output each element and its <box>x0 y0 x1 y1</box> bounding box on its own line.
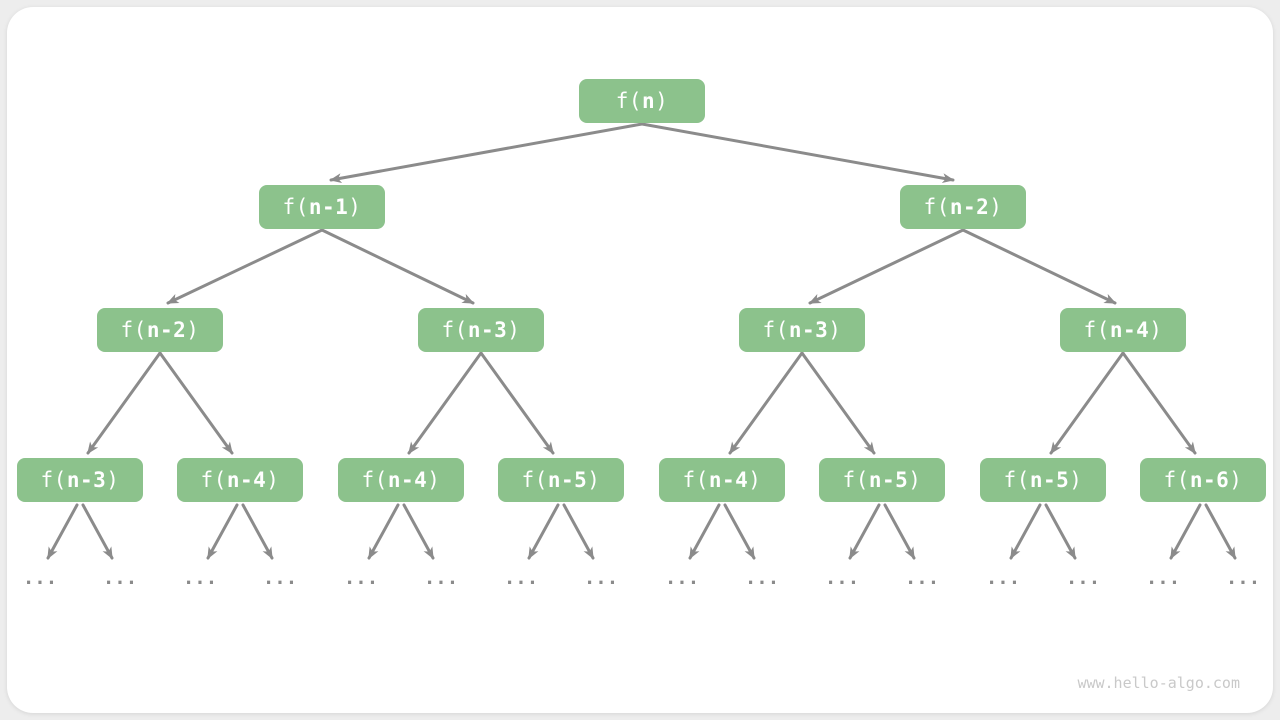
watermark: www.hello-algo.com <box>1077 674 1240 692</box>
tree-edge <box>808 228 965 305</box>
leaf-ellipsis: ... <box>1065 567 1101 589</box>
tree-edge <box>800 351 876 455</box>
leaf-edge <box>883 503 916 560</box>
leaf-ellipsis: ... <box>262 567 298 589</box>
tree-edge <box>166 228 324 305</box>
tree-edge <box>479 351 555 455</box>
node-label: f(n-5) <box>521 468 601 492</box>
node-label: f(n-4) <box>682 468 762 492</box>
tree-node: f(n-4) <box>338 458 464 502</box>
tree-node: f(n-1) <box>259 185 385 229</box>
tree-node: f(n-2) <box>900 185 1026 229</box>
leaf-edge <box>723 503 756 560</box>
leaf-edge <box>81 503 114 560</box>
node-label: f(n-2) <box>120 318 200 342</box>
leaf-edge <box>1009 503 1042 560</box>
leaf-ellipsis: ... <box>182 567 218 589</box>
leaf-ellipsis: ... <box>985 567 1021 589</box>
tree-edge <box>329 122 644 184</box>
tree-edge <box>961 228 1117 305</box>
leaf-edge <box>46 503 79 560</box>
leaf-ellipsis: ... <box>904 567 940 589</box>
tree-node: f(n-5) <box>819 458 945 502</box>
tree-edge <box>728 351 804 455</box>
node-label: f(n-2) <box>923 195 1003 219</box>
leaf-ellipsis: ... <box>22 567 58 589</box>
leaf-ellipsis: ... <box>343 567 379 589</box>
node-label: f(n-3) <box>441 318 521 342</box>
leaf-edge <box>1204 503 1237 560</box>
leaf-edge <box>402 503 435 560</box>
node-label: f(n-6) <box>1163 468 1243 492</box>
tree-edge <box>407 351 483 455</box>
leaf-ellipsis: ... <box>102 567 138 589</box>
tree-node: f(n-5) <box>980 458 1106 502</box>
leaf-edge <box>206 503 239 560</box>
tree-node: f(n) <box>579 79 705 123</box>
node-label: f(n) <box>615 89 669 113</box>
tree-node: f(n-3) <box>418 308 544 352</box>
tree-edge <box>158 351 234 455</box>
leaf-ellipsis: ... <box>583 567 619 589</box>
tree-node: f(n-3) <box>739 308 865 352</box>
node-label: f(n-1) <box>282 195 362 219</box>
leaf-ellipsis: ... <box>1145 567 1181 589</box>
node-label: f(n-5) <box>1003 468 1083 492</box>
leaf-ellipsis: ... <box>824 567 860 589</box>
tree-edge <box>320 228 475 305</box>
leaf-edge <box>367 503 400 560</box>
tree-node: f(n-4) <box>1060 308 1186 352</box>
leaf-ellipsis: ... <box>744 567 780 589</box>
tree-edge <box>1049 351 1125 455</box>
tree-node: f(n-4) <box>659 458 785 502</box>
tree-node: f(n-4) <box>177 458 303 502</box>
leaf-edge <box>688 503 721 560</box>
node-label: f(n-5) <box>842 468 922 492</box>
leaf-edge <box>1044 503 1077 560</box>
node-label: f(n-3) <box>40 468 120 492</box>
leaf-ellipsis: ... <box>1225 567 1261 589</box>
leaf-edge <box>527 503 560 560</box>
leaf-ellipsis: ... <box>503 567 539 589</box>
node-label: f(n-3) <box>762 318 842 342</box>
node-label: f(n-4) <box>200 468 280 492</box>
leaf-edge <box>1169 503 1202 560</box>
leaf-edge <box>848 503 881 560</box>
node-label: f(n-4) <box>361 468 441 492</box>
tree-edge <box>640 122 955 184</box>
tree-node: f(n-3) <box>17 458 143 502</box>
tree-node: f(n-2) <box>97 308 223 352</box>
node-label: f(n-4) <box>1083 318 1163 342</box>
tree-node: f(n-5) <box>498 458 624 502</box>
tree-edge <box>86 351 162 455</box>
leaf-ellipsis: ... <box>664 567 700 589</box>
leaf-edge <box>562 503 595 560</box>
leaf-edge <box>241 503 274 560</box>
tree-node: f(n-6) <box>1140 458 1266 502</box>
tree-edge <box>1121 351 1197 455</box>
leaf-ellipsis: ... <box>423 567 459 589</box>
